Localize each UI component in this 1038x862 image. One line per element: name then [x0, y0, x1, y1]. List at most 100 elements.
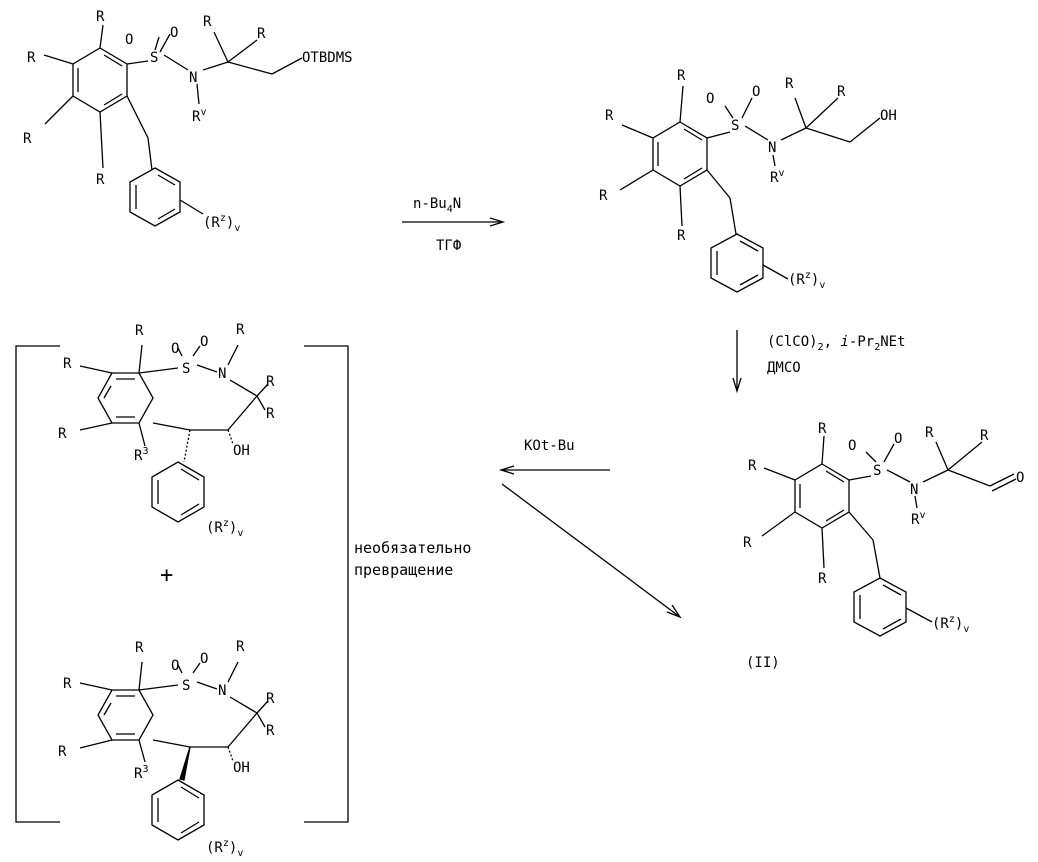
bond — [153, 740, 190, 747]
bond — [948, 442, 982, 470]
oxygen-atom: O — [706, 91, 714, 107]
benzyl-ring — [711, 234, 763, 292]
substituent-Rz: (Rz)v — [203, 213, 240, 234]
bond — [193, 663, 200, 673]
ring-double-bond — [104, 703, 111, 715]
bond — [228, 396, 257, 430]
bond — [203, 62, 228, 70]
ring-double-bond — [181, 469, 199, 480]
bond — [990, 474, 1014, 486]
bond — [680, 186, 682, 226]
compound-II-aldehyde: R R R R S O O N Rv R R O (Rz)v (II) — [743, 421, 1024, 671]
bond — [849, 512, 873, 540]
bond — [230, 697, 257, 713]
plus-sign: + — [160, 563, 173, 588]
substituent-R: R — [27, 50, 36, 66]
bond — [45, 96, 73, 124]
substituent-R: R — [58, 744, 67, 760]
bond — [139, 685, 178, 690]
bond — [100, 112, 103, 168]
bond — [866, 452, 876, 462]
bond — [139, 368, 178, 373]
bond — [193, 346, 200, 356]
bond — [155, 37, 159, 50]
substituent-R: R — [785, 76, 794, 92]
oxygen-atom: O — [200, 651, 208, 667]
bond — [745, 126, 768, 140]
reaction-arrow-cyclization: KOt-Bu — [501, 438, 610, 474]
substituent-R: R — [63, 676, 72, 692]
ring-double-bond — [684, 168, 702, 179]
stereo-hash-bond — [228, 430, 233, 444]
sulfur-atom: S — [150, 50, 158, 66]
nitrogen-atom: N — [218, 683, 226, 699]
bond — [127, 61, 148, 64]
bond — [100, 25, 103, 48]
substituent-R: R — [748, 458, 757, 474]
bond — [622, 125, 653, 138]
nitrogen-atom: N — [218, 366, 226, 382]
reagent-label: n-Bu4N — [413, 196, 461, 215]
bond — [139, 740, 145, 762]
bond — [873, 540, 880, 578]
substituent-R: R — [599, 188, 608, 204]
benzyl-ring — [854, 578, 906, 636]
substituent-R: R — [203, 14, 212, 30]
substituent-R: R — [257, 26, 266, 42]
ring-double-bond — [684, 129, 702, 140]
bond — [680, 86, 683, 122]
solvent-label: ТГФ — [436, 238, 461, 254]
substituent-R: R — [743, 535, 752, 551]
reaction-arrow-conversion — [502, 484, 680, 617]
bond — [153, 423, 190, 430]
nitrogen-atom: N — [189, 70, 197, 86]
substituent-R: R — [980, 428, 989, 444]
bond — [992, 479, 1016, 491]
bond — [850, 118, 880, 142]
ring-double-bond — [158, 175, 175, 185]
substituent-R: R — [236, 639, 245, 655]
reaction-arrow-deprotection: n-Bu4N ТГФ — [402, 196, 503, 254]
substituent-Rv: Rv — [911, 510, 925, 528]
bond — [214, 32, 228, 62]
bond — [164, 55, 188, 70]
bond — [139, 662, 142, 690]
bond — [228, 713, 257, 747]
bond — [257, 713, 265, 727]
bond — [180, 200, 203, 214]
compound-alcohol: R R R R S O O N Rv R R OH (Rz)v — [599, 68, 897, 292]
bond — [730, 198, 736, 234]
substituent-R3: R3 — [134, 764, 148, 782]
bond — [148, 138, 152, 170]
bond — [884, 444, 894, 462]
bond — [725, 106, 733, 118]
bond — [773, 155, 775, 166]
substituent-R: R — [96, 9, 105, 25]
reagent-label: KOt-Bu — [524, 438, 575, 454]
oxygen-atom: O — [1016, 470, 1024, 486]
oxygen-atom: O — [200, 334, 208, 350]
substituent-OH: OH — [880, 108, 897, 124]
phenyl-ring — [152, 462, 204, 522]
ring-double-bond — [104, 55, 122, 66]
arrow-shaft — [502, 484, 680, 617]
bond — [822, 528, 824, 568]
substituent-Rz: (Rz)v — [206, 518, 243, 539]
bond — [795, 98, 806, 128]
substituent-R: R — [266, 406, 275, 422]
nitrogen-atom: N — [910, 482, 918, 498]
ring-double-bond — [181, 822, 199, 833]
bond — [272, 58, 302, 74]
bond — [948, 470, 990, 486]
bond — [707, 132, 730, 138]
reaction-arrow-oxidation: (ClCO)2, i-Pr2NEt ДМСО — [733, 330, 906, 391]
arrow-head — [667, 605, 680, 617]
bond — [44, 55, 73, 64]
substituent-Rz: (Rz)v — [206, 838, 243, 859]
bond — [257, 396, 265, 410]
substituent-R: R — [135, 640, 144, 656]
phenyl-ring — [152, 780, 204, 840]
oxygen-atom: O — [171, 341, 179, 357]
bond — [887, 470, 910, 482]
bond — [936, 442, 948, 470]
